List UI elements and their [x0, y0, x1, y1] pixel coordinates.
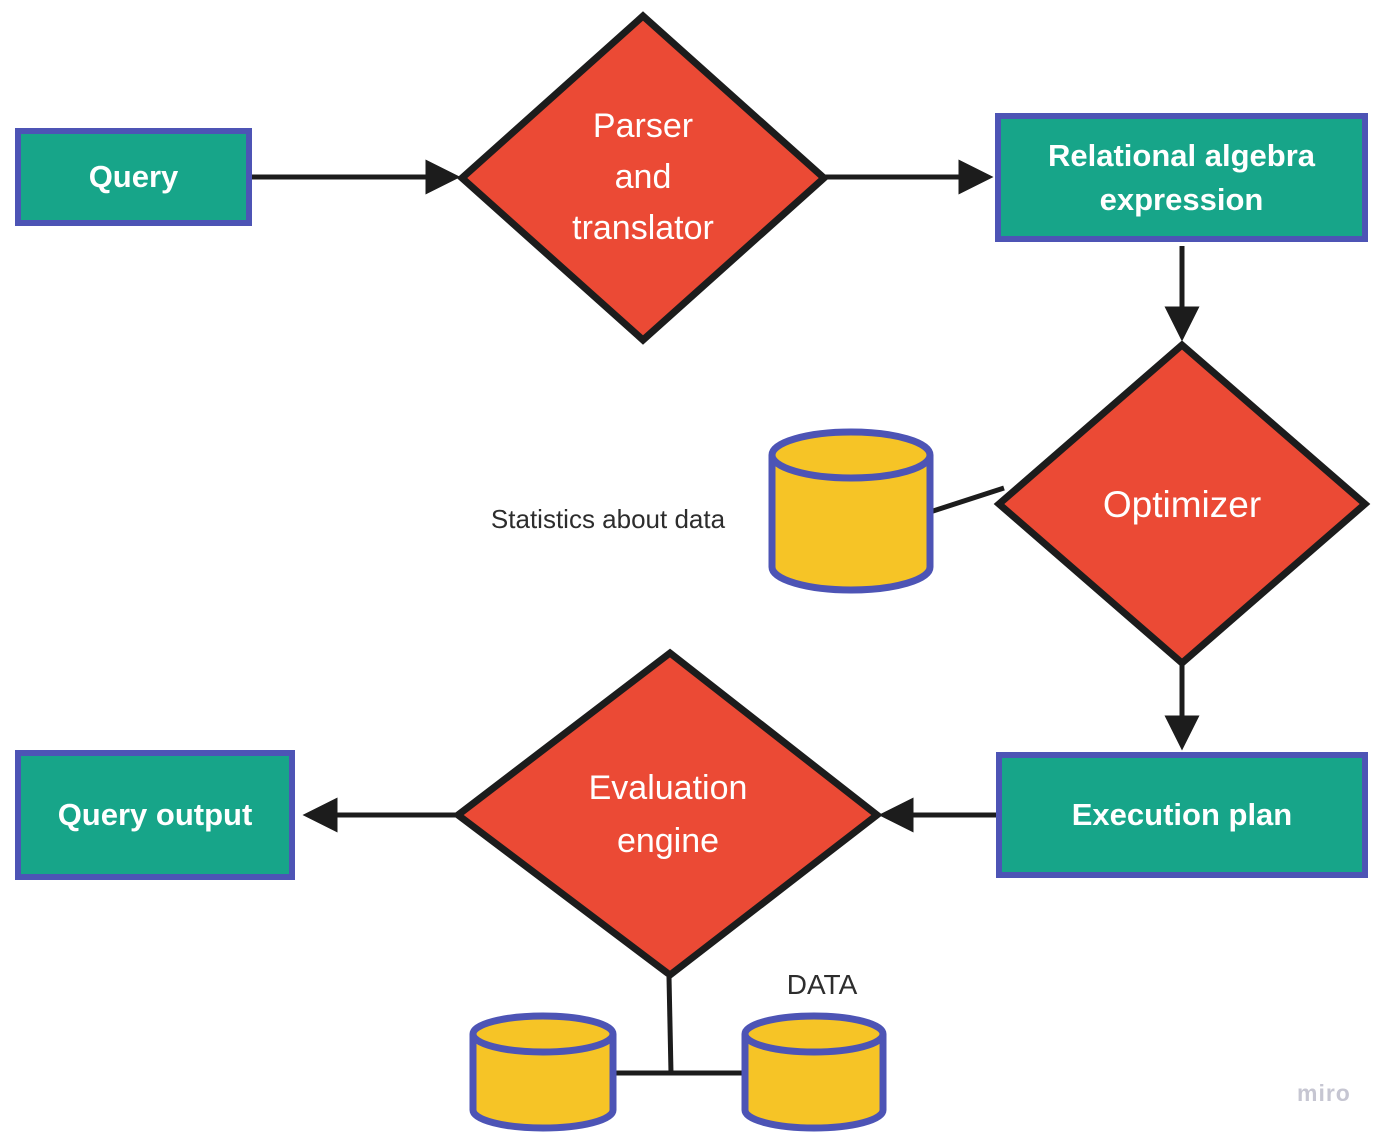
evaluation-engine-diamond[interactable]	[452, 648, 883, 980]
cylinder-top	[741, 1012, 887, 1056]
connector-statistics-to-optimizer	[929, 485, 1005, 515]
data-database-cylinder-left-icon[interactable]	[469, 1012, 617, 1132]
connector-evaluation-to-data	[666, 976, 674, 1074]
query-output-node[interactable]: Query output	[15, 750, 295, 880]
query-node-label: Query	[88, 159, 179, 194]
optimizer-diamond[interactable]	[993, 340, 1371, 668]
cylinder-top	[768, 428, 934, 482]
query-output-label: Query output	[57, 797, 253, 832]
statistics-database-cylinder-icon[interactable]	[768, 428, 934, 594]
cylinder-top	[469, 1012, 617, 1056]
miro-watermark: miro	[1297, 1080, 1351, 1106]
cylinder-body	[469, 1034, 617, 1132]
query-node[interactable]: Query	[15, 128, 252, 226]
cylinder-body	[741, 1034, 887, 1132]
execution-plan-node[interactable]: Execution plan	[996, 752, 1368, 878]
data-database-cylinder-right-icon[interactable]	[741, 1012, 887, 1132]
data-label: DATA	[786, 969, 858, 1000]
cylinder-body	[768, 455, 934, 594]
relational-algebra-node[interactable]: Relational algebra expression	[995, 113, 1368, 242]
relational-algebra-label-line2: expression	[1099, 181, 1264, 217]
statistics-about-data-label: Statistics about data	[490, 504, 726, 534]
parser-translator-diamond[interactable]	[456, 11, 830, 345]
relational-algebra-label-line1: Relational algebra	[1047, 137, 1316, 173]
execution-plan-label: Execution plan	[1071, 797, 1293, 832]
